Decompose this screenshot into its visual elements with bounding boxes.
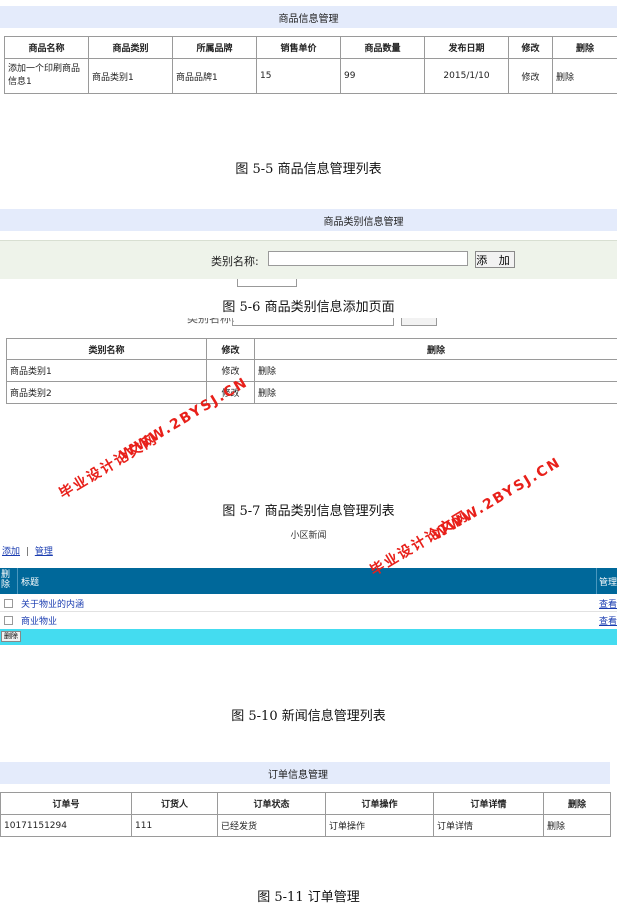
column-header: 商品类别 bbox=[88, 36, 173, 59]
category-title-bar: 商品类别信息管理 bbox=[0, 209, 617, 231]
news-links: 添加 | 管理 bbox=[2, 544, 53, 557]
news-view-link[interactable]: 查看 bbox=[599, 617, 617, 627]
news-manage-column-header: 管理 bbox=[599, 578, 617, 588]
list-item: 关于物业的内涵 查看 bbox=[0, 595, 617, 612]
order-detail-link[interactable]: 订单详情 bbox=[433, 814, 544, 837]
news-title: 小区新闻 bbox=[290, 531, 327, 541]
column-divider bbox=[596, 568, 597, 594]
news-title-link[interactable]: 关于物业的内涵 bbox=[21, 600, 85, 610]
product-price-cell: 15 bbox=[256, 58, 341, 94]
news-delete-button[interactable]: 删除 bbox=[1, 631, 21, 642]
column-header: 销售单价 bbox=[256, 36, 341, 59]
category-title: 商品类别信息管理 bbox=[323, 216, 404, 228]
column-header: 订单详情 bbox=[433, 792, 544, 815]
product-table-header: 商品名称 商品类别 所属品牌 销售单价 商品数量 发布日期 修改 删除 bbox=[4, 36, 617, 59]
column-header: 订单号 bbox=[0, 792, 132, 815]
cropped-label: 类别名称: bbox=[187, 318, 235, 325]
news-table-footer: 删除 bbox=[0, 629, 617, 645]
column-header: 所属品牌 bbox=[172, 36, 257, 59]
order-list-title: 订单信息管理 bbox=[268, 769, 328, 781]
order-table: 订单号 订货人 订单状态 订单操作 订单详情 删除 10171151294 11… bbox=[0, 792, 611, 837]
product-quantity-cell: 99 bbox=[340, 58, 425, 94]
product-list-title-bar: 商品信息管理 bbox=[0, 6, 617, 28]
column-header: 删除 bbox=[552, 36, 617, 59]
category-name-cell: 商品类别1 bbox=[6, 359, 207, 382]
column-header: 修改 bbox=[508, 36, 553, 59]
category-delete-link[interactable]: 删除 bbox=[254, 381, 617, 404]
news-view-link[interactable]: 查看 bbox=[599, 600, 617, 610]
order-operation-link[interactable]: 订单操作 bbox=[325, 814, 434, 837]
add-button[interactable]: 添 加 bbox=[475, 251, 515, 268]
figure-caption-5-11: 图 5-11 订单管理 bbox=[257, 890, 360, 905]
category-table: 类别名称 修改 删除 商品类别1 修改 删除 商品类别2 修改 删除 bbox=[6, 338, 617, 404]
product-edit-link[interactable]: 修改 bbox=[508, 58, 553, 94]
category-name-label: 类别名称: bbox=[211, 255, 259, 268]
column-header: 订货人 bbox=[131, 792, 218, 815]
list-item: 商业物业 查看 bbox=[0, 612, 617, 628]
category-table-header: 类别名称 修改 删除 bbox=[6, 338, 617, 360]
column-header: 修改 bbox=[206, 338, 255, 360]
column-header: 删除 bbox=[254, 338, 617, 360]
figure-caption-5-7: 图 5-7 商品类别信息管理列表 bbox=[222, 504, 395, 519]
figure-caption-5-10: 图 5-10 新闻信息管理列表 bbox=[231, 709, 386, 724]
column-header: 订单操作 bbox=[325, 792, 434, 815]
product-category-cell: 商品类别1 bbox=[88, 58, 173, 94]
order-customer-cell: 111 bbox=[131, 814, 218, 837]
category-add-form: 类别名称: 添 加 bbox=[0, 240, 617, 279]
product-name-cell: 添加一个印刷商品信息1 bbox=[4, 58, 89, 94]
column-header: 类别名称 bbox=[6, 338, 207, 360]
table-row: 添加一个印刷商品信息1 商品类别1 商品品牌1 15 99 2015/1/10 … bbox=[4, 58, 617, 94]
order-number-cell: 10171151294 bbox=[0, 814, 132, 837]
cropped-input bbox=[232, 318, 394, 326]
column-divider bbox=[17, 568, 18, 594]
order-status-cell: 已经发货 bbox=[217, 814, 326, 837]
column-header: 商品名称 bbox=[4, 36, 89, 59]
figure-caption-5-6: 图 5-6 商品类别信息添加页面 bbox=[222, 300, 395, 315]
news-row-checkbox[interactable] bbox=[4, 616, 13, 625]
table-row: 10171151294 111 已经发货 订单操作 订单详情 删除 bbox=[0, 814, 611, 837]
column-header: 订单状态 bbox=[217, 792, 326, 815]
news-title-column-header: 标题 bbox=[21, 578, 40, 588]
cropped-button bbox=[401, 318, 437, 326]
link-separator: | bbox=[25, 547, 29, 557]
product-delete-link[interactable]: 删除 bbox=[552, 58, 617, 94]
news-add-link[interactable]: 添加 bbox=[2, 547, 21, 557]
product-brand-cell: 商品品牌1 bbox=[172, 58, 257, 94]
category-delete-link[interactable]: 删除 bbox=[254, 359, 617, 382]
column-header: 发布日期 bbox=[424, 36, 509, 59]
news-title-link[interactable]: 商业物业 bbox=[21, 617, 58, 627]
order-table-header: 订单号 订货人 订单状态 订单操作 订单详情 删除 bbox=[0, 792, 611, 815]
order-delete-link[interactable]: 删除 bbox=[543, 814, 611, 837]
product-date-cell: 2015/1/10 bbox=[424, 58, 509, 94]
order-list-title-bar: 订单信息管理 bbox=[0, 762, 610, 784]
product-table: 商品名称 商品类别 所属品牌 销售单价 商品数量 发布日期 修改 删除 添加一个… bbox=[4, 36, 617, 94]
category-edit-link[interactable]: 修改 bbox=[206, 359, 255, 382]
category-name-input[interactable] bbox=[268, 251, 468, 266]
news-row-checkbox[interactable] bbox=[4, 599, 13, 608]
form-divider bbox=[237, 279, 297, 287]
figure-caption-5-5: 图 5-5 商品信息管理列表 bbox=[235, 162, 382, 177]
news-table-header: 删除 标题 管理 bbox=[0, 568, 617, 594]
column-header: 删除 bbox=[543, 792, 611, 815]
product-list-title: 商品信息管理 bbox=[278, 13, 339, 25]
category-edit-link[interactable]: 修改 bbox=[206, 381, 255, 404]
news-manage-link[interactable]: 管理 bbox=[34, 547, 53, 557]
table-row: 商品类别1 修改 删除 bbox=[6, 359, 617, 382]
news-delete-column-header: 删除 bbox=[1, 570, 11, 590]
cropped-form-remnant: 类别名称: bbox=[0, 318, 617, 326]
category-name-cell: 商品类别2 bbox=[6, 381, 207, 404]
table-row: 商品类别2 修改 删除 bbox=[6, 381, 617, 404]
column-header: 商品数量 bbox=[340, 36, 425, 59]
